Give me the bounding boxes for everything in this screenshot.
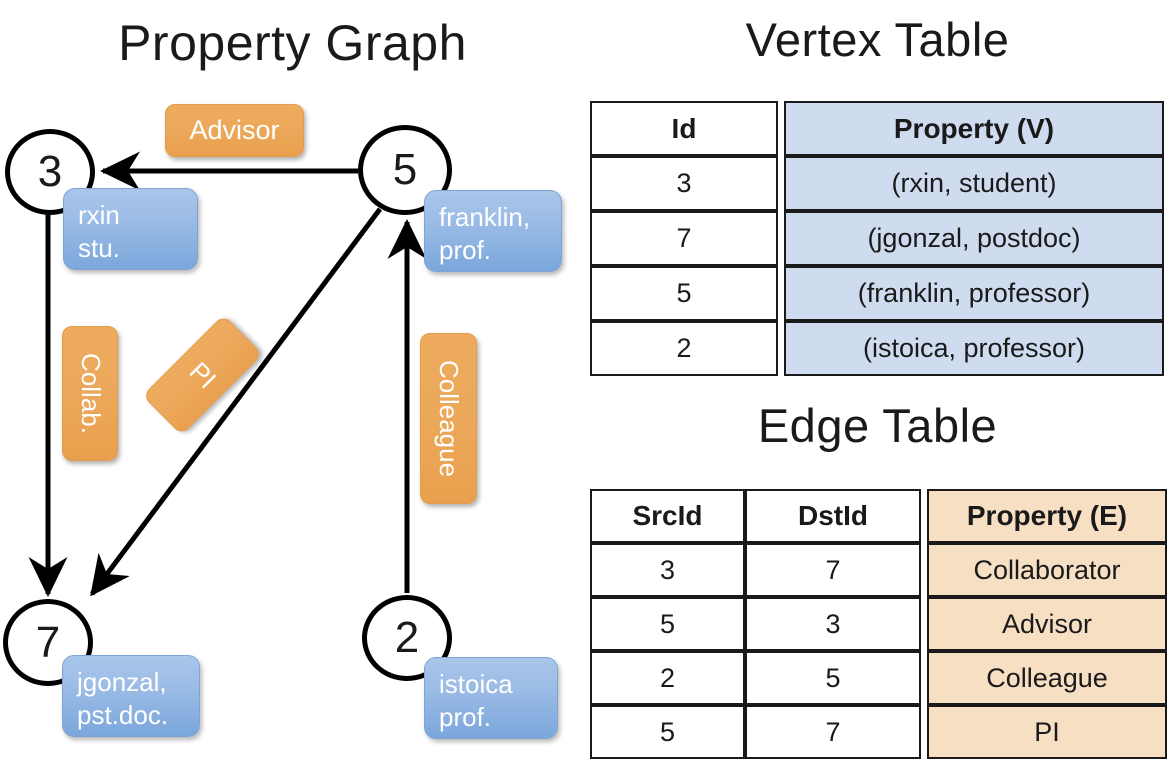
node-property-line-1: franklin,	[439, 202, 531, 232]
node-property-box-jgonzal: jgonzal, pst.doc.	[62, 655, 200, 737]
edge-table-header-row: SrcId DstId Property (E)	[590, 489, 1167, 543]
edge-cell-srcid: 5	[590, 705, 745, 759]
vertex-cell-id: 7	[590, 211, 778, 266]
table-row[interactable]: 2 (istoica, professor)	[590, 321, 1164, 376]
vertex-cell-property: (franklin, professor)	[784, 266, 1164, 321]
edge-cell-property: Collaborator	[927, 543, 1167, 597]
edge-table-header-srcid: SrcId	[590, 489, 745, 543]
graph-node-5[interactable]: 5	[358, 125, 452, 215]
edge-cell-property: Colleague	[927, 651, 1167, 705]
vertex-cell-id: 5	[590, 266, 778, 321]
graph-node-5-label: 5	[392, 145, 418, 194]
graph-node-7-label: 7	[35, 617, 61, 667]
page-title-vertex-table: Vertex Table	[745, 13, 1010, 66]
edge-cell-property: Advisor	[927, 597, 1167, 651]
edge-label-collab: Collab.	[62, 326, 118, 461]
page-title-edge-table: Edge Table	[757, 399, 998, 452]
vertex-table-header-row: Id Property (V)	[590, 101, 1164, 156]
vertex-cell-property: (istoica, professor)	[784, 321, 1164, 376]
edge-5-to-7	[89, 207, 383, 597]
node-property-line-1: jgonzal,	[77, 667, 167, 697]
table-row[interactable]: 5 7 PI	[590, 705, 1167, 759]
graph-node-3-label: 3	[37, 147, 63, 196]
table-row[interactable]: 3 7 Collaborator	[590, 543, 1167, 597]
node-property-line-1: istoica	[439, 669, 513, 699]
graph-node-2[interactable]: 2	[362, 595, 452, 681]
edge-table-header-property: Property (E)	[927, 489, 1167, 543]
edge-cell-dstid: 7	[745, 705, 921, 759]
node-property-line-2: prof.	[439, 235, 492, 265]
edge-cell-srcid: 5	[590, 597, 745, 651]
vertex-table: Id Property (V) 3 (rxin, student) 7 (jgo…	[590, 101, 1164, 376]
edge-cell-property: PI	[927, 705, 1167, 759]
node-property-line-2: pst.doc.	[77, 700, 169, 730]
edge-cell-dstid: 7	[745, 543, 921, 597]
edge-label-advisor: Advisor	[165, 104, 304, 157]
node-property-box-franklin: franklin, prof.	[424, 190, 562, 272]
table-row[interactable]: 3 (rxin, student)	[590, 156, 1164, 211]
edge-table: SrcId DstId Property (E) 3 7 Collaborato…	[590, 489, 1167, 759]
edge-cell-dstid: 3	[745, 597, 921, 651]
edge-table-header-dstid: DstId	[745, 489, 921, 543]
vertex-table-header-id: Id	[590, 101, 778, 156]
vertex-table-header-property: Property (V)	[784, 101, 1164, 156]
property-graph-diagram: 3 5 7 2 rxin stu. franklin, prof. jgonza…	[3, 104, 562, 739]
table-row[interactable]: 7 (jgonzal, postdoc)	[590, 211, 1164, 266]
edge-label-colleague: Colleague	[420, 333, 477, 504]
graph-edges-layer	[28, 151, 427, 597]
table-row[interactable]: 2 5 Colleague	[590, 651, 1167, 705]
table-row[interactable]: 5 3 Advisor	[590, 597, 1167, 651]
vertex-cell-id: 3	[590, 156, 778, 211]
vertex-cell-id: 2	[590, 321, 778, 376]
node-property-line-2: stu.	[78, 233, 120, 263]
vertex-cell-property: (jgonzal, postdoc)	[784, 211, 1164, 266]
edge-cell-srcid: 2	[590, 651, 745, 705]
table-row[interactable]: 5 (franklin, professor)	[590, 266, 1164, 321]
node-property-line-2: prof.	[439, 702, 492, 732]
edge-cell-srcid: 3	[590, 543, 745, 597]
graph-node-2-label: 2	[394, 613, 420, 662]
edge-cell-dstid: 5	[745, 651, 921, 705]
node-property-box-rxin: rxin stu.	[63, 188, 198, 270]
vertex-cell-property: (rxin, student)	[784, 156, 1164, 211]
node-property-line-1: rxin	[78, 200, 120, 230]
page-title-property-graph: Property Graph	[118, 15, 467, 71]
node-property-box-istoica: istoica prof.	[424, 657, 558, 739]
